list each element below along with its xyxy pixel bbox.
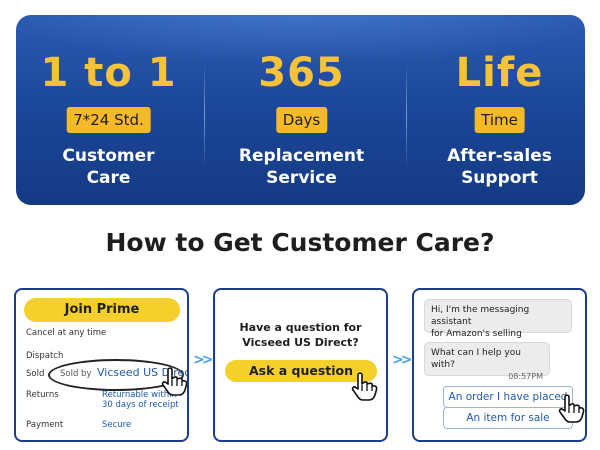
option-item-for-sale[interactable]: An item for sale — [443, 407, 573, 429]
step-3-card: Hi, I'm the messaging assistant for Amaz… — [412, 288, 587, 442]
feature-badge: Days — [275, 107, 328, 133]
help-text: What can I help you with? — [431, 348, 521, 370]
hand-pointer-icon — [351, 372, 378, 401]
feature-subtitle-line: Customer — [62, 146, 155, 166]
hand-pointer-icon — [558, 394, 585, 423]
join-prime-button[interactable]: Join Prime — [24, 298, 180, 322]
feature-subtitle-line: Support — [461, 168, 538, 188]
feature-customer-care: 1 to 1 7*24 Std. Customer Care — [16, 15, 201, 205]
ask-question-button[interactable]: Ask a question — [225, 360, 377, 382]
feature-badge: 7*24 Std. — [66, 107, 151, 133]
double-chevron-right-icon: >> — [392, 352, 413, 368]
assistant-greeting-bubble: Hi, I'm the messaging assistant for Amaz… — [424, 299, 572, 351]
dispatch-label: Dispatch — [26, 351, 64, 361]
feature-badge: Time — [474, 107, 525, 133]
banner-divider — [406, 60, 407, 170]
feature-replacement: 365 Days Replacement Service — [209, 15, 394, 205]
feature-subtitle: Customer Care — [16, 145, 201, 189]
question-line: Have a question for — [239, 321, 362, 334]
feature-subtitle-line: Replacement — [238, 146, 365, 166]
message-timestamp: 08:57PM — [508, 372, 543, 381]
feature-title: Life — [455, 50, 544, 96]
feature-subtitle-line: Service — [266, 168, 337, 188]
option-order-placed[interactable]: An order I have placed — [443, 386, 573, 408]
payment-value: Secure — [102, 420, 132, 430]
greeting-line: Hi, I'm the messaging assistant — [431, 305, 530, 327]
sold-label: Sold — [26, 369, 45, 379]
banner-divider — [204, 60, 205, 170]
double-chevron-right-icon: >> — [193, 352, 214, 368]
features-banner: 1 to 1 7*24 Std. Customer Care 365 Days … — [16, 15, 585, 205]
feature-title: 1 to 1 — [40, 50, 177, 96]
seller-link[interactable]: Vicseed US Direct — [97, 366, 189, 379]
seller-highlight: Sold by Vicseed US Direct — [48, 359, 187, 391]
feature-subtitle-line: After-sales — [447, 146, 552, 166]
returns-line1: Returnable within — [102, 390, 177, 400]
payment-label: Payment — [26, 420, 64, 430]
feature-title: 365 — [258, 50, 345, 96]
step-1-card: Join Prime Cancel at any time Dispatch S… — [14, 288, 189, 442]
returns-label: Returns — [26, 390, 59, 400]
assistant-help-bubble: What can I help you with? 08:57PM — [424, 342, 550, 381]
question-line: Vicseed US Direct? — [242, 336, 359, 349]
returns-line2: 30 days of receipt — [102, 400, 179, 410]
feature-after-sales: Life Time After-sales Support — [407, 15, 585, 205]
hand-pointer-icon — [161, 367, 187, 396]
feature-subtitle: After-sales Support — [407, 145, 585, 189]
question-text: Have a question for Vicseed US Direct? — [215, 320, 386, 350]
feature-subtitle-line: Care — [86, 168, 131, 188]
section-heading: How to Get Customer Care? — [105, 228, 495, 257]
cancel-text: Cancel at any time — [26, 328, 107, 338]
sold-by-label: Sold by — [60, 369, 92, 379]
feature-subtitle: Replacement Service — [209, 145, 394, 189]
step-2-card: Have a question for Vicseed US Direct? A… — [213, 288, 388, 442]
